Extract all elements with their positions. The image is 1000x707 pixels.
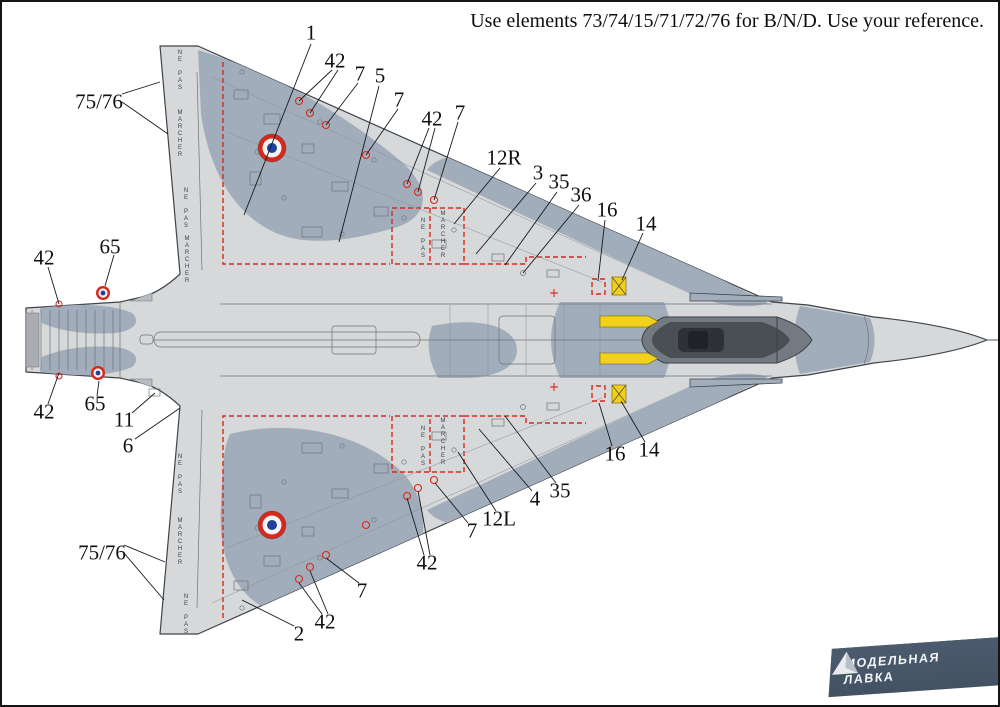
cockpit-canopy bbox=[641, 316, 813, 364]
stencil-text: NE PAS bbox=[177, 50, 183, 92]
roundel-tail-bottom bbox=[91, 366, 105, 380]
callout-12L: 12L bbox=[482, 506, 516, 531]
stencil-text: NE PAS bbox=[420, 218, 426, 260]
callout-3: 3 bbox=[532, 160, 544, 185]
callout-6: 6 bbox=[122, 433, 134, 458]
stencil-text: MARCHER bbox=[440, 418, 446, 467]
callout-14: 14 bbox=[638, 437, 660, 462]
callout-14: 14 bbox=[635, 211, 657, 236]
callout-12R: 12R bbox=[486, 145, 522, 170]
callout-75/76: 75/76 bbox=[75, 89, 123, 114]
stencil-text: MARCHER bbox=[184, 236, 190, 285]
callout-7: 7 bbox=[354, 61, 366, 86]
callout-1: 1 bbox=[305, 20, 317, 45]
callout-7: 7 bbox=[454, 100, 466, 125]
stencil-text: MARCHER bbox=[440, 211, 446, 260]
callout-42: 42 bbox=[421, 106, 443, 131]
callout-42: 42 bbox=[314, 609, 336, 634]
callout-7: 7 bbox=[466, 518, 478, 543]
callout-16: 16 bbox=[596, 197, 618, 222]
callout-65: 65 bbox=[84, 391, 106, 416]
callout-35: 35 bbox=[549, 478, 571, 503]
callout-65: 65 bbox=[99, 234, 121, 259]
stencil-text: MARCHER bbox=[177, 518, 183, 567]
callout-5: 5 bbox=[374, 63, 386, 88]
stencil-text: NE PAS bbox=[420, 426, 426, 468]
callout-35: 35 bbox=[548, 169, 570, 194]
stencil-text: NE PAS bbox=[177, 454, 183, 496]
callout-leader-lines bbox=[47, 43, 646, 627]
stencil-text: NE PAS bbox=[183, 594, 189, 636]
callout-2: 2 bbox=[293, 621, 305, 646]
roundel-tail-top bbox=[96, 286, 110, 300]
callout-42: 42 bbox=[33, 245, 55, 270]
callout-16: 16 bbox=[604, 441, 626, 466]
callout-42: 42 bbox=[33, 399, 55, 424]
callout-36: 36 bbox=[570, 182, 592, 207]
callout-42: 42 bbox=[416, 550, 438, 575]
callout-4: 4 bbox=[529, 486, 541, 511]
model-shop-logo-icon bbox=[832, 651, 859, 675]
roundel-top-wing bbox=[257, 133, 287, 163]
callout-11: 11 bbox=[113, 407, 135, 432]
callout-7: 7 bbox=[356, 578, 368, 603]
stencil-text: NE PAS bbox=[183, 188, 189, 230]
instruction-text: Use elements 73/74/15/71/72/76 for B/N/D… bbox=[470, 10, 984, 32]
callout-7: 7 bbox=[393, 87, 405, 112]
fuselage-panel-lines bbox=[139, 303, 998, 397]
stencil-text: MARCHER bbox=[177, 110, 183, 159]
callout-75/76: 75/76 bbox=[78, 540, 126, 565]
roundel-bottom-wing bbox=[257, 510, 287, 540]
callout-42: 42 bbox=[324, 48, 346, 73]
watermark-banner: МОДЕЛЬНАЯ ЛАВКА bbox=[828, 636, 998, 698]
